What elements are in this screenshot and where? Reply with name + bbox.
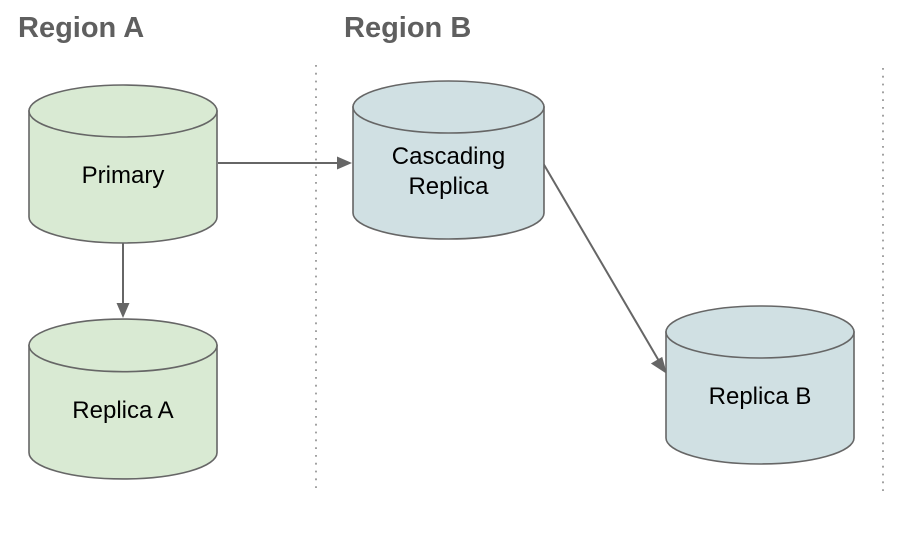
node-replica-a-label: Replica A [72,397,174,424]
region-a-label: Region A [18,12,145,44]
edge-cascading-to-replica-b [542,162,660,362]
database-cylinder-icon [352,80,545,240]
database-cylinder-icon [665,305,855,465]
database-cylinder-icon [28,84,218,244]
arrowhead-primary-to-cascading [337,156,352,170]
node-cascading-replica: Cascading Replica [352,80,545,240]
node-replica-b: Replica B [665,305,855,465]
arrowhead-primary-to-replica-a [116,303,130,318]
node-replica-b-label: Replica B [708,383,812,410]
node-cascading-replica-label: Cascading Replica [391,143,506,200]
node-primary: Primary [28,84,218,244]
region-b-label: Region B [344,12,472,44]
node-primary-label: Primary [81,162,165,189]
database-cylinder-icon [28,318,218,480]
node-replica-a: Replica A [28,318,218,480]
